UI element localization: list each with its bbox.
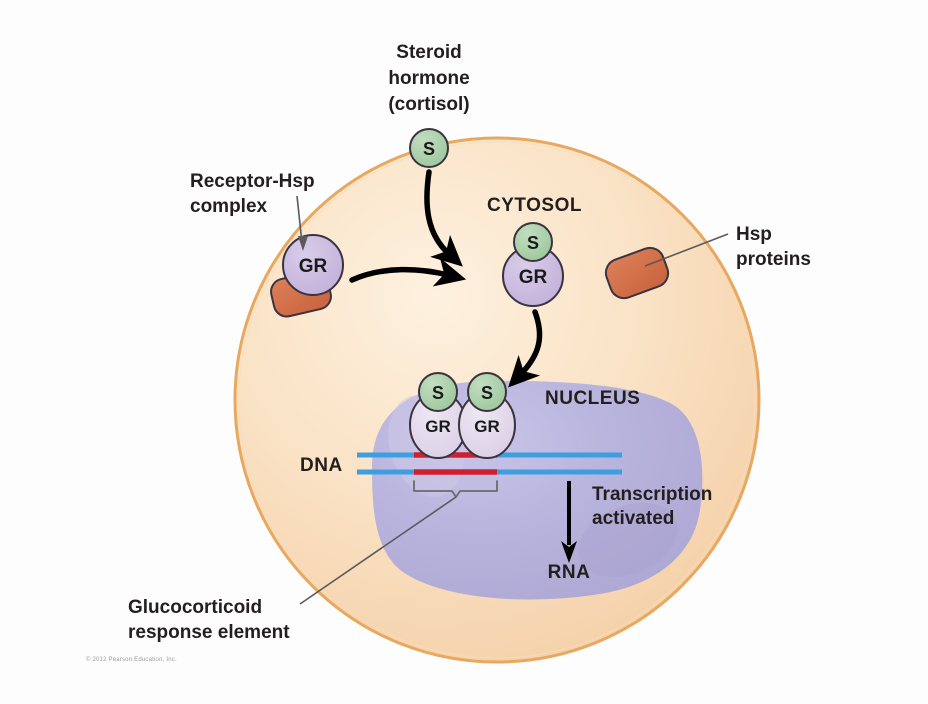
activated-receptor-complex-cytosol: GR S (502, 222, 564, 307)
steroid-symbol-label-dimer-left: S (432, 383, 444, 403)
nuclear-translocation-arrow (508, 309, 543, 388)
callout-glucocorticoid-response-element: Glucocorticoid response element (128, 496, 457, 643)
receptor-hsp-callout-line1: Receptor-Hsp (190, 171, 315, 192)
callout-hsp-proteins: Hsp proteins (644, 224, 811, 270)
hsp-leader-line (644, 233, 729, 267)
steroid-symbol-label: S (423, 139, 435, 159)
membrane-inner-highlight (238, 141, 756, 659)
steroid-callout-line3: (cortisol) (388, 94, 469, 115)
dna-label: DNA (300, 455, 343, 476)
receptor-hsp-callout-line2: complex (190, 196, 268, 217)
hsp-callout-line1: Hsp (736, 224, 772, 245)
receptor-dimer-on-dna: GR GR S S (409, 372, 516, 459)
receptor-binding-arrow (349, 257, 467, 287)
nucleus-shadow (578, 502, 678, 578)
binding-arrow-path (349, 257, 467, 287)
steroid-callout-line2: hormone (388, 68, 469, 89)
nucleus-label: NUCLEUS (545, 388, 640, 409)
receptor-circle-bound (282, 234, 344, 296)
callout-receptor-hsp-complex: Receptor-Hsp complex (190, 171, 315, 251)
gre-leader-line (299, 496, 457, 605)
gre-callout-line2: response element (128, 622, 290, 643)
steroid-callout-line1: Steroid (396, 42, 461, 63)
receptor-symbol-label-activated: GR (519, 267, 548, 288)
receptor-hsp-leader-arrow (298, 236, 308, 251)
steroid-circle-dimer-right (467, 372, 507, 412)
hsp-protein-shape (604, 246, 670, 300)
entry-arrow-path (424, 169, 463, 267)
steroid-circle-bound-cytosol (513, 222, 553, 262)
transcription-label-line1: Transcription (592, 484, 712, 505)
receptor-hsp-leader-line (296, 195, 303, 244)
callout-steroid-hormone: Steroid hormone (cortisol) (388, 42, 469, 115)
translocation-arrow-path (508, 309, 543, 388)
steroid-circle (409, 128, 449, 168)
steroid-hormone-molecule-extracellular: S (409, 128, 449, 168)
receptor-symbol-label-dimer-right: GR (474, 417, 500, 436)
receptor-symbol-label-dimer-left: GR (425, 417, 451, 436)
transcription-label-line2: activated (592, 508, 674, 529)
copyright-credit: © 2012 Pearson Education, Inc. (86, 656, 177, 663)
cytosol-label: CYTOSOL (487, 195, 582, 216)
steroid-symbol-label-dimer-right: S (481, 383, 493, 403)
hormone-entry-arrow (424, 169, 463, 267)
transcription-arrow-head (561, 541, 577, 563)
receptor-hsp-complex: GR (270, 234, 344, 318)
steroid-symbol-label-cytosol: S (527, 233, 539, 253)
steroid-circle-dimer-left (418, 372, 458, 412)
hsp-callout-line2: proteins (736, 249, 811, 270)
gre-callout-line1: Glucocorticoid (128, 597, 262, 618)
hsp-protein-free (604, 246, 670, 300)
transcription-arrow (561, 481, 577, 563)
receptor-symbol-label-bound: GR (299, 256, 328, 277)
rna-label: RNA (548, 562, 591, 583)
